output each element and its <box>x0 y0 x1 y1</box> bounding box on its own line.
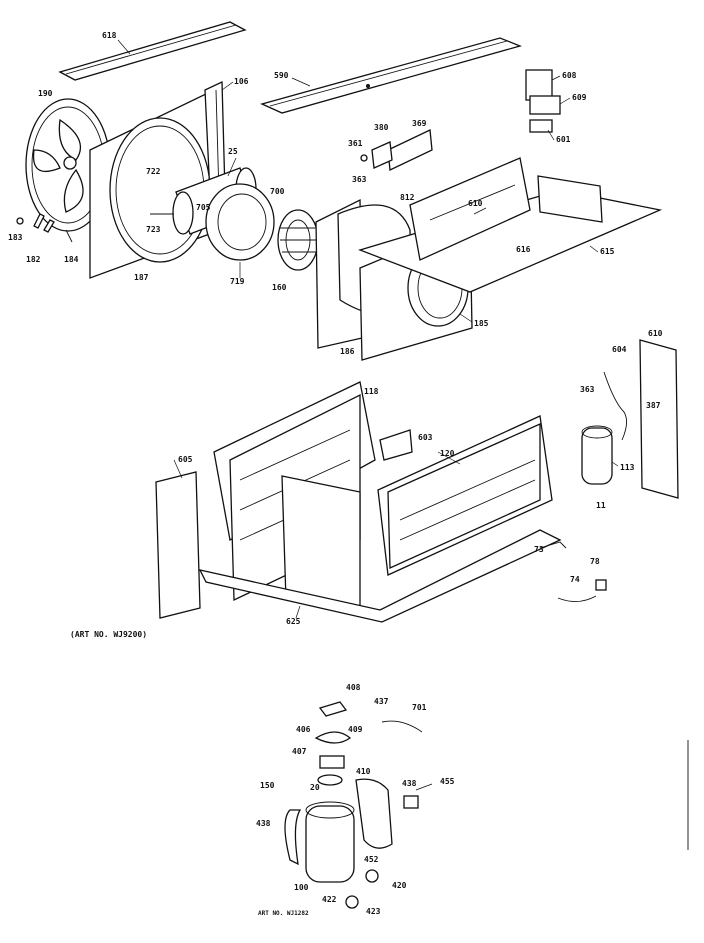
blower-wheel <box>277 209 319 271</box>
lower-art-number: ART NO. WJ1282 <box>258 910 309 917</box>
part-label: 113 <box>620 463 635 472</box>
part-label: 610 <box>648 329 663 338</box>
part-label: 106 <box>234 77 249 86</box>
part-label: 438 <box>402 779 417 788</box>
part-label: 150 <box>260 781 275 790</box>
side-panel <box>155 471 201 619</box>
part-label: 723 <box>146 225 161 234</box>
part-label: 722 <box>146 167 161 176</box>
part-label: 590 <box>274 71 289 80</box>
part-label: 408 <box>346 683 361 692</box>
part-label: 369 <box>412 119 427 128</box>
part-label: 187 <box>134 273 149 282</box>
leader-lines <box>117 39 619 619</box>
upper-art-number: (ART NO. WJ9200) <box>70 630 148 639</box>
base-pan <box>357 157 663 293</box>
fan-shroud <box>89 80 227 279</box>
part-label: 100 <box>294 883 309 892</box>
part-label: 118 <box>364 387 379 396</box>
orifice-ring <box>205 183 275 261</box>
part-label: 452 <box>364 855 379 864</box>
small-parts <box>539 541 607 602</box>
part-label: 605 <box>178 455 193 464</box>
part-label: 601 <box>556 135 571 144</box>
part-label: 438 <box>256 819 271 828</box>
part-label: 409 <box>348 725 363 734</box>
part-label: 407 <box>292 747 307 756</box>
part-label: 182 <box>26 255 41 264</box>
part-label: 608 <box>562 71 577 80</box>
capacitor <box>581 425 613 485</box>
part-label: 625 <box>286 617 301 626</box>
part-label: 455 <box>440 777 455 786</box>
top-panel <box>260 37 523 114</box>
part-label: 812 <box>400 193 415 202</box>
part-label: 380 <box>374 123 389 132</box>
compressor <box>305 801 355 883</box>
part-label: 701 <box>412 703 427 712</box>
part-label: 190 <box>38 89 53 98</box>
part-label: 20 <box>310 783 320 792</box>
part-label: 423 <box>366 907 381 916</box>
part-label: 183 <box>8 233 23 242</box>
part-label: 700 <box>270 187 285 196</box>
part-label: 420 <box>392 881 407 890</box>
part-label: 603 <box>418 433 433 442</box>
part-labels: 618 106 190 590 608 609 369 380 361 601 … <box>8 31 663 916</box>
part-label: 705 <box>196 203 211 212</box>
part-label: 11 <box>596 501 606 510</box>
part-label: 615 <box>600 247 615 256</box>
condenser-coil <box>377 415 553 576</box>
part-label: 186 <box>340 347 355 356</box>
part-label: 363 <box>352 175 367 184</box>
part-label: 616 <box>516 245 531 254</box>
mounting-hardware <box>16 213 73 243</box>
part-label: 422 <box>322 895 337 904</box>
part-label: 437 <box>374 697 389 706</box>
part-label: 361 <box>348 139 363 148</box>
part-label: 185 <box>474 319 489 328</box>
wiring-harness <box>603 339 679 499</box>
part-label: 73 <box>534 545 544 554</box>
part-label: 406 <box>296 725 311 734</box>
base-rail <box>198 529 562 623</box>
part-label: 78 <box>590 557 600 566</box>
part-label: 618 <box>102 31 117 40</box>
compressor-parts <box>284 701 433 909</box>
part-label: 74 <box>570 575 580 584</box>
part-label: 120 <box>440 449 455 458</box>
part-label: 410 <box>356 767 371 776</box>
control-knobs <box>525 69 561 133</box>
part-label: 719 <box>230 277 245 286</box>
part-label: 160 <box>272 283 287 292</box>
part-label: 363 <box>580 385 595 394</box>
bracket <box>379 429 413 461</box>
part-label: 604 <box>612 345 627 354</box>
part-label: 610 <box>468 199 483 208</box>
part-label: 25 <box>228 147 238 156</box>
control-switch <box>360 129 433 171</box>
condenser-fan <box>25 98 111 232</box>
part-label: 387 <box>646 401 661 410</box>
top-cover-panel <box>58 21 247 81</box>
part-label: 184 <box>64 255 79 264</box>
part-label: 609 <box>572 93 587 102</box>
